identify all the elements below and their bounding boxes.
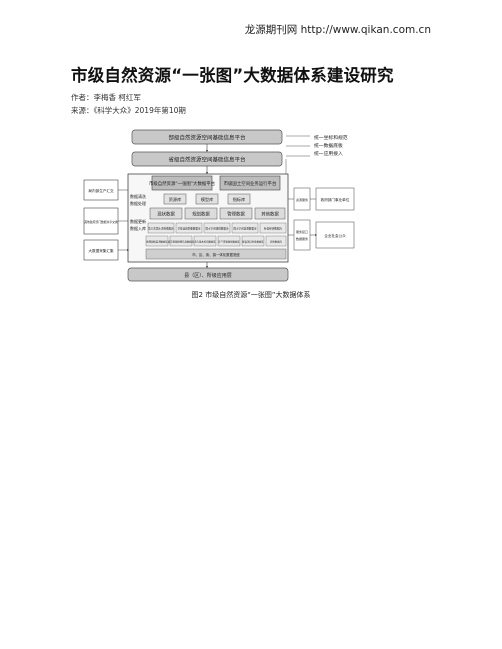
left-process-labels: 数据清洗 数据处理 数据更新 数据入库: [130, 193, 146, 231]
sub-db-row2: 地理国情监测数据库 城市基础地理信息数据库 永久基本农田数据库 矿产资源规划数据…: [145, 235, 287, 247]
process-label: 数据入库: [130, 225, 146, 231]
sub-db-label: 国土空间规划数据库: [205, 227, 229, 231]
city-business-label: 市级国土空间业务运行平台: [224, 180, 277, 187]
db-label: 资源库: [169, 196, 182, 203]
source-label: 其他政府部门数据共享交换: [84, 220, 118, 224]
county-layer-label: 县（区）、所级应用层: [184, 272, 232, 279]
category-label: 规划数据: [192, 211, 210, 218]
left-sources: 局内部生产汇交 其他政府部门数据共享交换 大数据采集汇集: [83, 179, 128, 261]
consumer-label: 企业社会公众: [324, 233, 346, 238]
city-platform-box: [151, 175, 213, 191]
sub-db-label: 建设项目审批数据库: [242, 240, 264, 244]
right-side: 资源服务 服务接口 数据服务 政府部门事业单位 企业社会公众: [288, 187, 355, 251]
data-categories: 现状数据 规划数据 管理数据 其他数据: [149, 207, 286, 220]
sub-db-label: 卫星遥感影像数据库: [177, 227, 201, 231]
city-platform-label: 市级自然资源“一张图”大数据平台: [149, 180, 216, 187]
source-label: 大数据采集汇集: [88, 248, 114, 253]
db-row: 资源库 模型库 指标库: [163, 193, 251, 205]
article-title: 市级自然资源“一张图”大数据体系建设研究: [71, 66, 394, 85]
process-label: 数据处理: [130, 200, 146, 206]
province-platform-label: 省级自然资源空间基础信息平台: [168, 156, 246, 164]
bottom-bar: [145, 248, 287, 260]
side-tag: 资源服务: [296, 197, 308, 202]
top-platform-label: 部级自然资源空间基础信息平台: [168, 134, 246, 142]
process-label: 数据清洗: [130, 193, 146, 199]
process-label: 数据更新: [130, 218, 146, 224]
article-source: 来源：《科学大众》2019年第10期: [71, 106, 186, 115]
bottom-bar-label: 市、区、街、镇一体化数据底座: [192, 252, 240, 257]
sub-db-label: 社会经济数据库: [264, 227, 283, 231]
sub-db-label: 地理国情监测数据库: [146, 240, 168, 244]
standard-item: 统一坐标和规范: [314, 134, 348, 141]
article-authors: 作者：李梅香 柯红军: [71, 93, 141, 102]
category-label: 现状数据: [157, 211, 175, 218]
sub-db-label: 其他数据库: [270, 240, 283, 244]
sub-db-label: 永久基本农田数据库: [194, 240, 216, 244]
figure-caption: 图2 市级自然资源“一张图”大数据体系: [191, 291, 311, 299]
county-layer-box: [127, 267, 289, 282]
category-label: 管理数据: [227, 211, 245, 218]
standard-item: 统一应用接入: [314, 150, 343, 157]
standards-group: 统一坐标和规范 统一数据底板 统一应用接入: [285, 134, 348, 188]
sub-db-label: 第三次国土调查数据库: [148, 227, 174, 231]
architecture-diagram: 部级自然资源空间基础信息平台 省级自然资源空间基础信息平台 统一坐标和规范 统一…: [83, 129, 355, 282]
source-label: 局内部生产汇交: [88, 188, 114, 193]
sub-db-label: 城市基础地理信息数据库: [168, 240, 195, 244]
side-tag: 数据服务: [296, 236, 308, 241]
sub-db-row1: 第三次国土调查数据库 卫星遥感影像数据库 国土空间规划数据库 国土空间监测数据库…: [147, 222, 287, 234]
side-tag: 服务接口: [296, 229, 308, 234]
sub-db-label: 矿产资源规划数据库: [218, 240, 240, 244]
sub-db-label: 国土空间监测数据库: [233, 227, 257, 231]
city-business-box: [219, 175, 281, 191]
consumer-label: 政府部门事业单位: [321, 197, 350, 202]
standard-item: 统一数据底板: [314, 142, 343, 149]
page-header-journal: 龙源期刊网 http://www.qikan.com.cn: [244, 24, 431, 36]
db-label: 模型库: [201, 196, 214, 203]
db-label: 指标库: [233, 196, 246, 203]
category-label: 其他数据: [261, 211, 279, 218]
